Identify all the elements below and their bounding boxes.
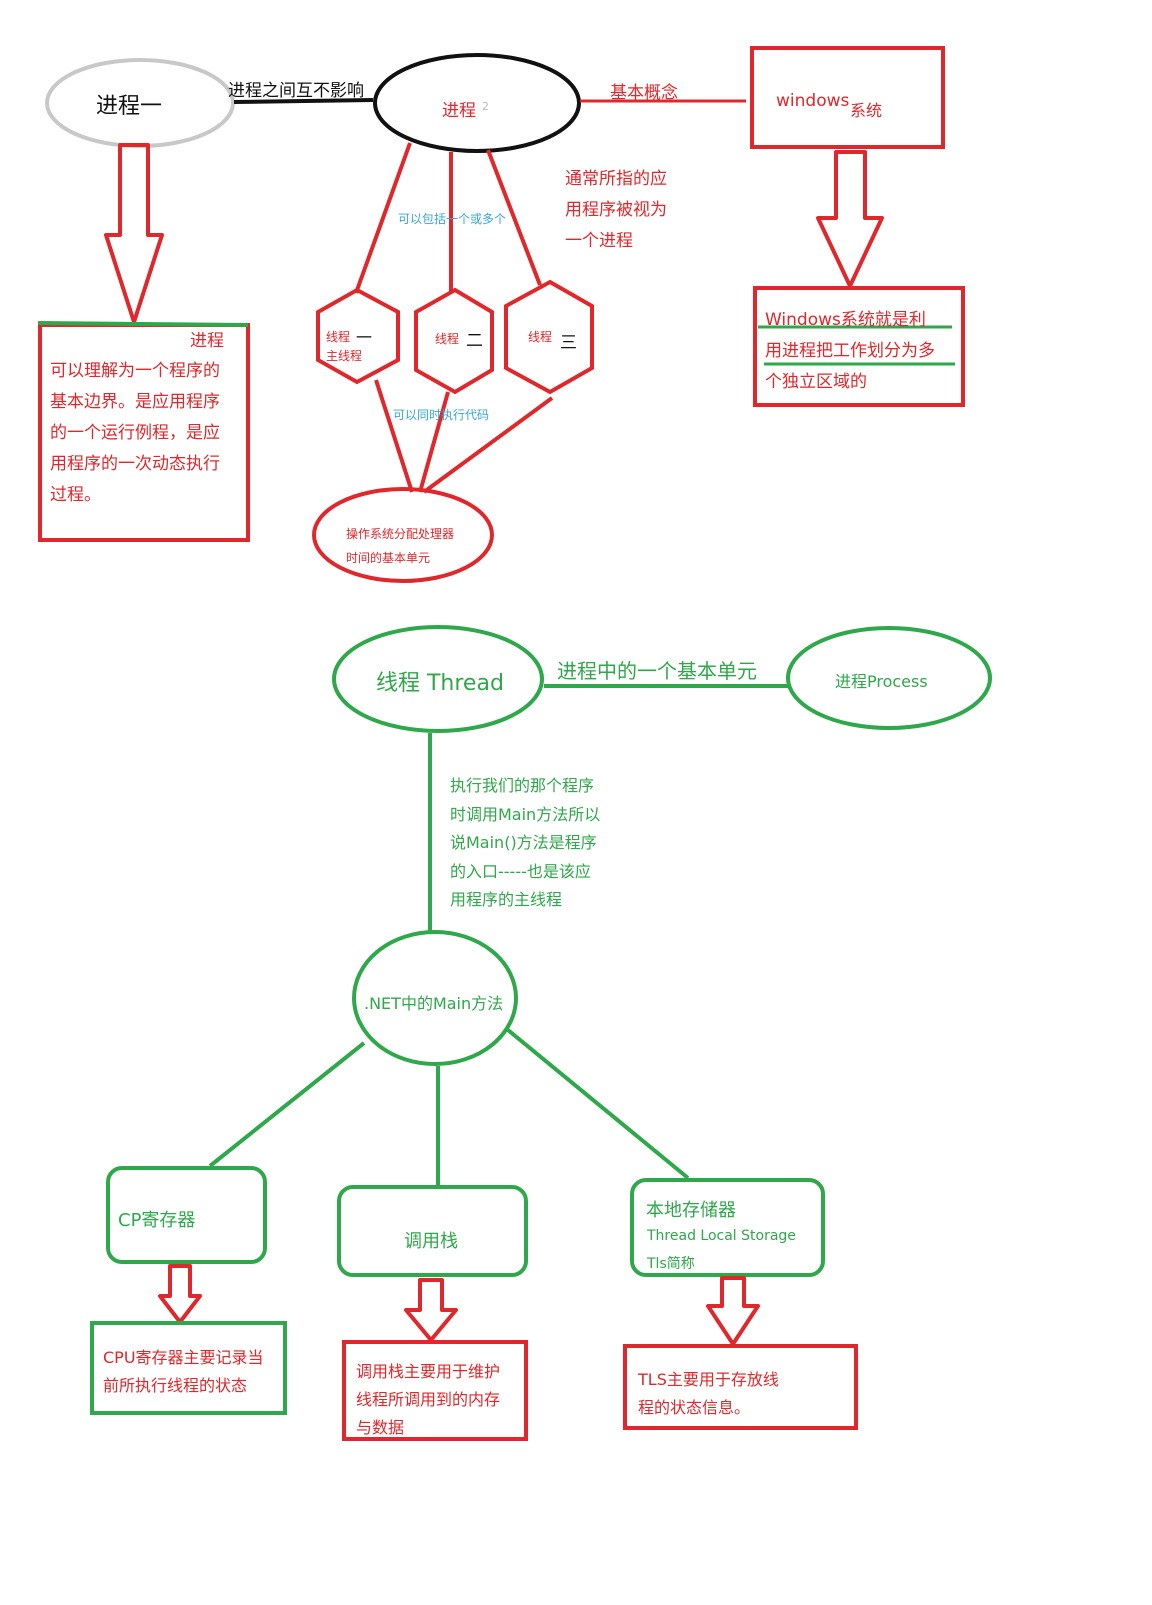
thread1-mark: 一	[356, 328, 373, 347]
thread3-mark: 三	[560, 333, 577, 353]
basic-unit-label: 进程中的一个基本单元	[557, 659, 757, 683]
thread1-hexagon	[316, 287, 400, 385]
thread-node-label: 线程 Thread	[376, 671, 504, 696]
tls-desc-text: TLS主要用于存放线 程的状态信息。	[638, 1370, 779, 1417]
windows-box	[750, 46, 945, 149]
mutual-label: 进程之间互不影响	[228, 81, 364, 101]
call-stack-box	[337, 1185, 528, 1277]
local-storage-box	[630, 1178, 825, 1277]
tls-full-label: Thread Local Storage	[647, 1228, 796, 1244]
thread3-to-os	[422, 396, 554, 494]
thread2-label: 线程	[435, 332, 460, 346]
windows-box-text: Windows系统就是利 用进程把工作划分为多 个独立区域的	[765, 310, 935, 392]
concurrent-label: 可以同时执行代码	[393, 408, 490, 422]
mutual-connector	[233, 98, 374, 104]
net-main-node	[352, 930, 518, 1066]
process-box-title: 进程	[190, 331, 224, 351]
tls-desc-box	[623, 1344, 858, 1430]
contain-label: 可以包括一个或多个	[398, 212, 507, 226]
os-unit-label: 操作系统分配处理器 时间的基本单元	[346, 527, 455, 565]
os-unit-node	[312, 487, 494, 583]
thread-node	[332, 625, 544, 733]
arrow-down-icon	[104, 143, 164, 324]
net-main-label: .NET中的Main方法	[364, 994, 504, 1013]
main-note: 执行我们的那个程序 时调用Main方法所以 说Main()方法是程序 的入口--…	[450, 776, 601, 909]
process-two-node	[373, 53, 581, 153]
windows-label: windows	[776, 91, 850, 111]
call-stack-label: 调用栈	[404, 1231, 458, 1252]
thread1-sub: 主线程	[326, 349, 363, 363]
process-two-label: 进程	[442, 101, 476, 121]
thread3-link	[486, 149, 542, 286]
process-node	[786, 626, 992, 730]
thread2-mark: 二	[466, 331, 483, 351]
cp-register-label: CP寄存器	[118, 1210, 196, 1231]
arrow-down-icon	[816, 150, 884, 288]
main-to-cp	[208, 1041, 366, 1168]
windows-desc-box	[753, 286, 965, 407]
process-one-label: 进程一	[96, 94, 163, 119]
process-two-sub: 2	[482, 100, 489, 113]
stack-desc-box	[342, 1340, 528, 1441]
arrow-down-icon	[404, 1278, 458, 1342]
basic-concept-label: 基本概念	[610, 83, 678, 103]
main-to-local	[506, 1028, 690, 1180]
stack-desc-text: 调用栈主要用于维护 线程所调用到的内存 与数据	[356, 1362, 501, 1437]
arrow-down-icon	[706, 1276, 760, 1346]
thread3-label: 线程	[528, 330, 553, 344]
cpu-desc-text: CPU寄存器主要记录当 前所执行线程的状态	[103, 1348, 264, 1395]
process-box-body: 可以理解为一个程序的 基本边界。是应用程序 的一个运行例程，是应 用程序的一次动…	[50, 361, 220, 505]
thread3-hexagon	[504, 279, 594, 395]
thread2-to-os	[418, 391, 450, 493]
cpu-desc-box	[90, 1321, 287, 1415]
thread2-hexagon	[414, 287, 494, 395]
process-node-label: 进程Process	[835, 672, 928, 691]
thread1-link	[354, 142, 412, 294]
thread1-label: 线程	[326, 330, 351, 344]
usual-note: 通常所指的应 用程序被视为 一个进程	[565, 169, 667, 251]
tls-abbr-label: Tls简称	[647, 1256, 695, 1272]
process-desc-top-accent	[37, 321, 249, 327]
arrow-down-icon	[158, 1264, 202, 1324]
local-storage-label: 本地存储器	[646, 1200, 736, 1221]
thread1-to-os	[374, 379, 414, 493]
cp-register-box	[106, 1166, 267, 1264]
windows-sys-label: 系统	[850, 101, 883, 120]
